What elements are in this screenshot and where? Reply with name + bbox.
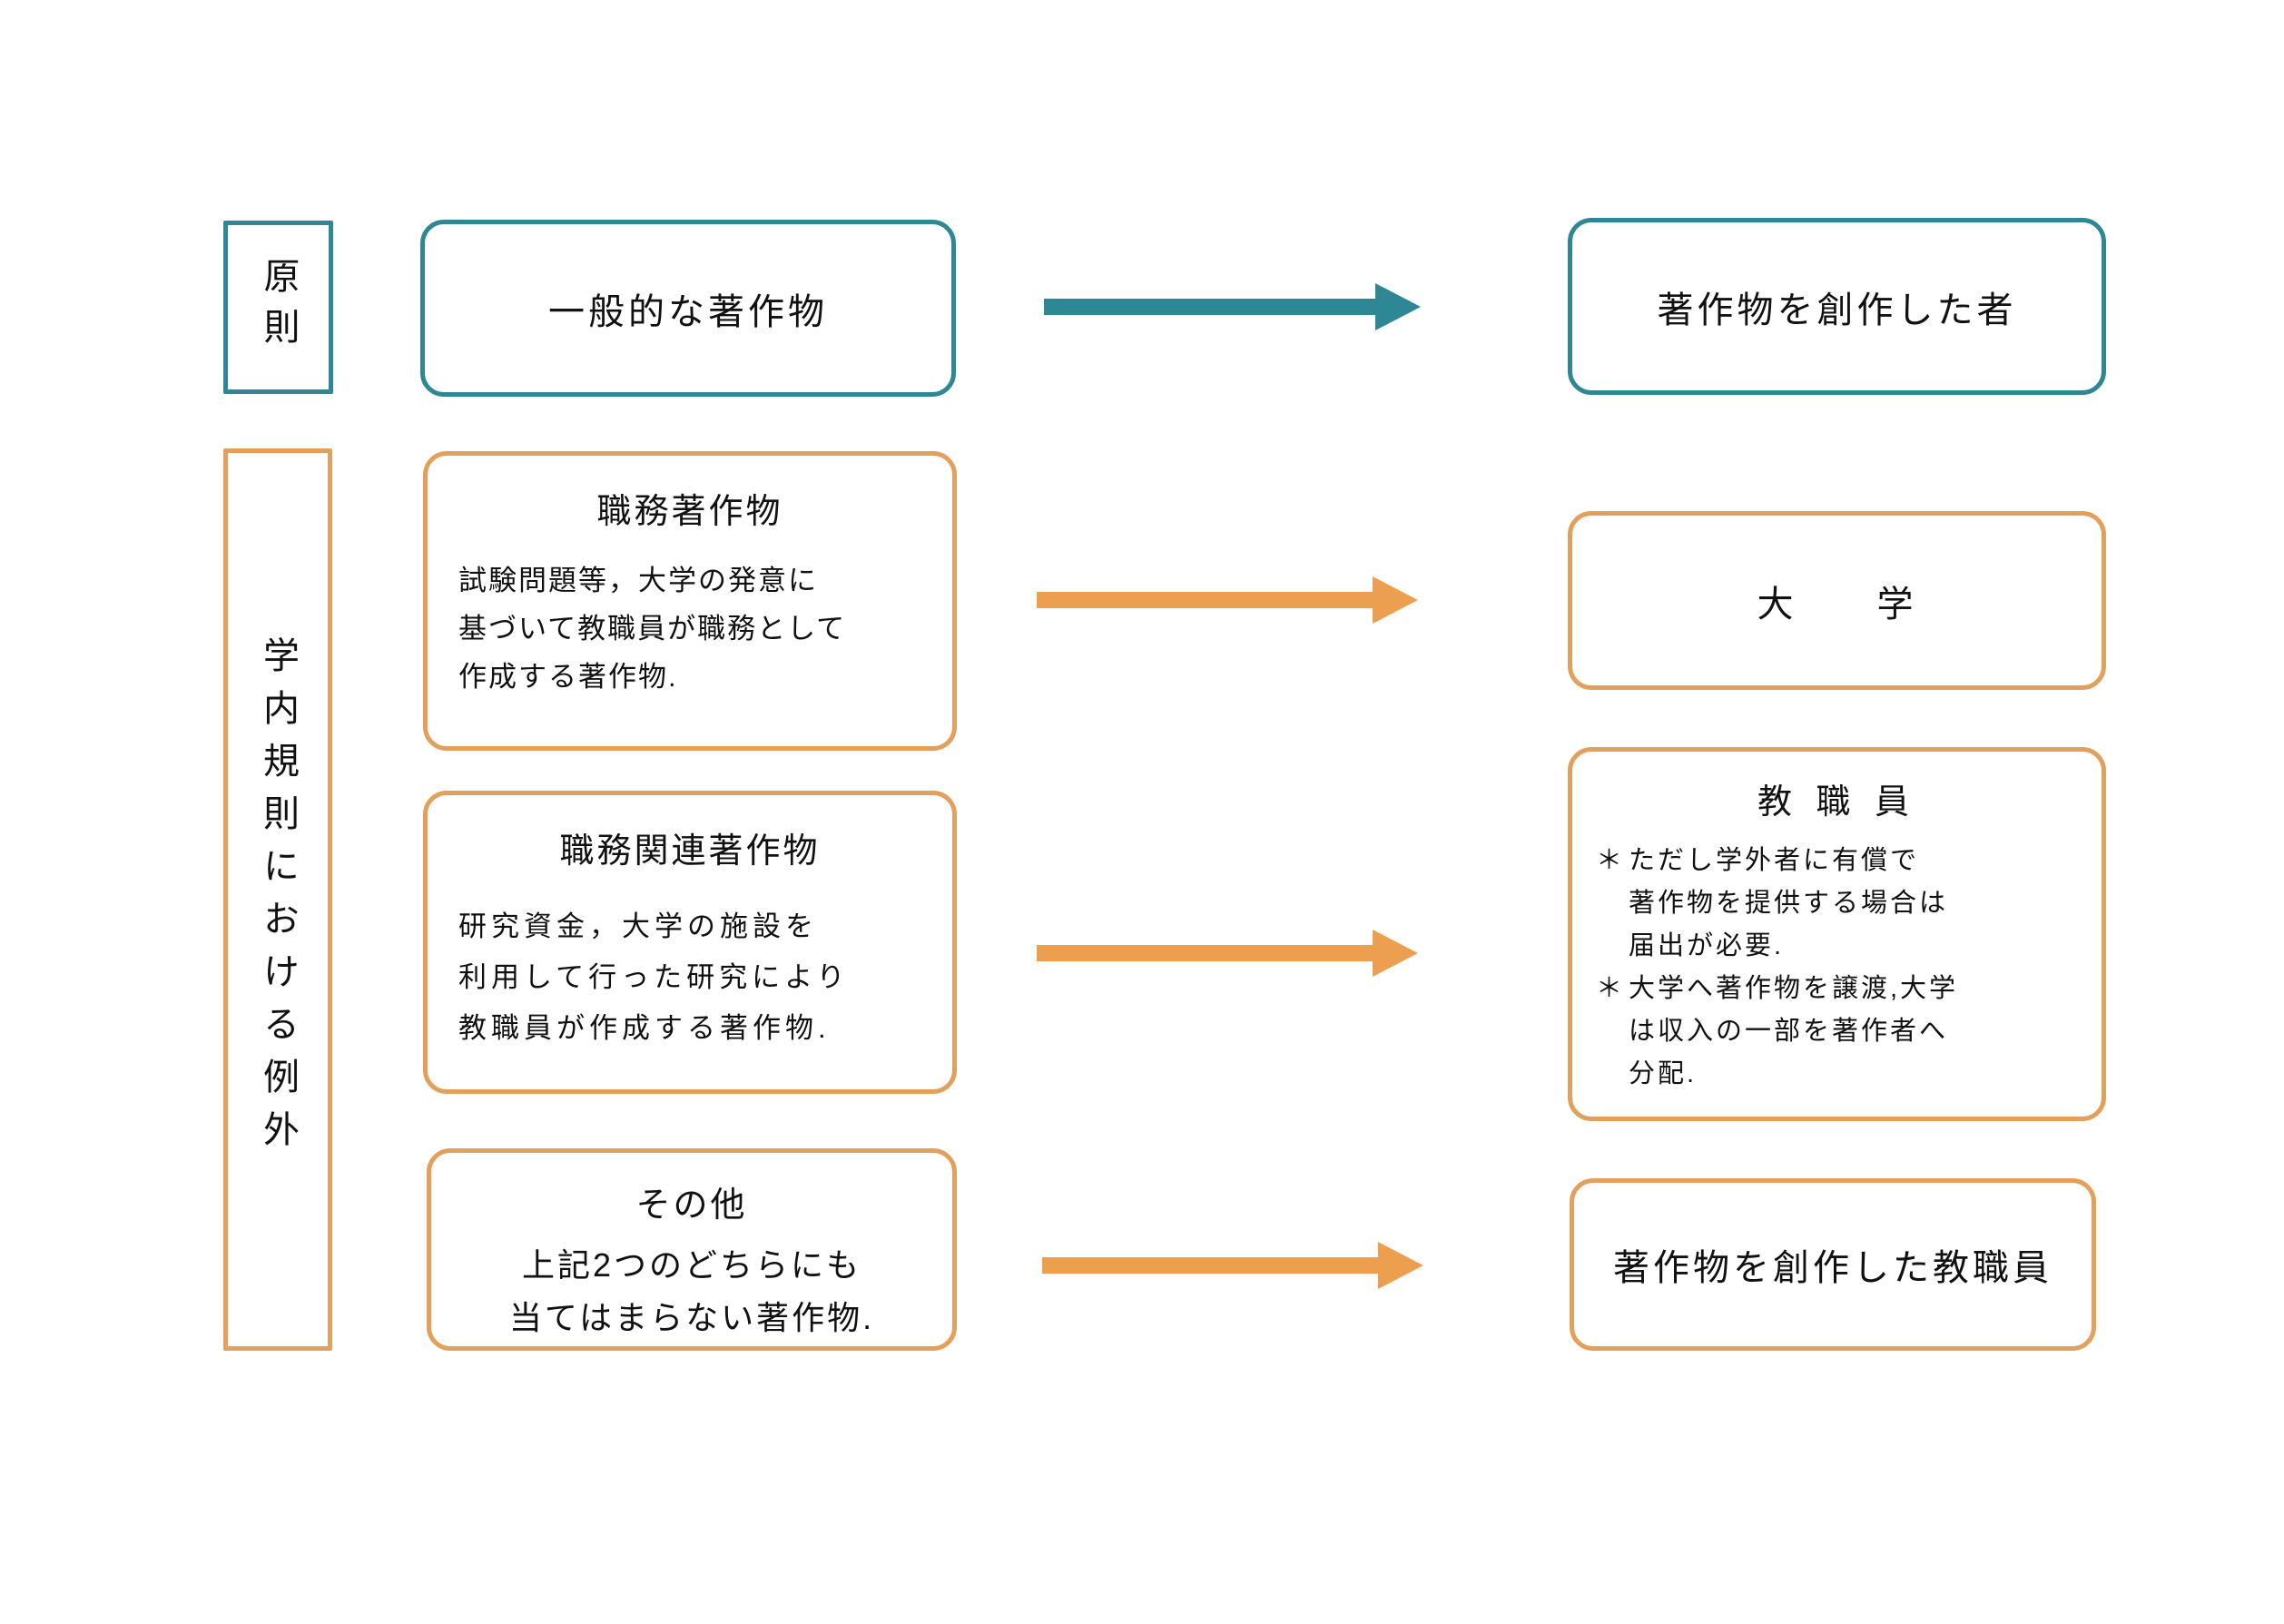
exception-column-label-box: 学内規則における例外 xyxy=(223,448,332,1351)
description-line: 研究資金，大学の施設を xyxy=(458,910,818,942)
work-related-title: 職務関連著作物 xyxy=(559,832,821,871)
arrow-shaft xyxy=(1042,1257,1378,1274)
university-owner-label: 大 学 xyxy=(1757,584,1917,625)
description-line: 試験問題等，大学の発意に xyxy=(458,565,818,596)
note-line: 大学へ著作物を譲渡,大学 xyxy=(1629,974,1959,1003)
note-line: ただし学外者に有償で xyxy=(1629,846,1920,875)
general-work-label: 一般的な著作物 xyxy=(548,291,828,332)
note-line: は収入の一部を著作者へ xyxy=(1629,1017,1949,1046)
creator-staff-owner-box: 著作物を創作した教職員 xyxy=(1570,1178,2096,1351)
principle-row-label: 原則 xyxy=(258,256,299,359)
arrow-head xyxy=(1373,930,1418,977)
arrow-shaft xyxy=(1044,299,1375,315)
other-works-title: その他 xyxy=(635,1186,748,1225)
staff-note-2: ＊ 大学へ著作物を譲渡,大学 は収入の一部を著作者へ 分配. xyxy=(1596,968,2078,1096)
university-owner-box: 大 学 xyxy=(1568,511,2106,690)
creator-staff-owner-label: 著作物を創作した教職員 xyxy=(1613,1248,2053,1288)
work-related-box: 職務関連著作物 研究資金，大学の施設を 利用して行った研究により 教職員が作成す… xyxy=(423,791,957,1094)
creator-owner-label: 著作物を創作した者 xyxy=(1657,290,2017,330)
creator-owner-box: 著作物を創作した者 xyxy=(1568,218,2106,395)
note-line: 届出が必要. xyxy=(1629,931,1785,960)
arrow-shaft xyxy=(1037,945,1373,961)
description-line: 利用して行った研究により xyxy=(458,961,850,993)
exception-column-label: 学内規則における例外 xyxy=(258,636,298,1163)
work-related-arrow-icon xyxy=(1037,930,1418,977)
arrow-head xyxy=(1375,283,1421,330)
description-line: 教職員が作成する著作物. xyxy=(458,1012,831,1044)
staff-owner-box: 教 職 員 ＊ ただし学外者に有償で 著作物を提供する場合は 届出が必要. ＊ … xyxy=(1568,747,2106,1121)
note-marker: ＊ xyxy=(1596,846,1626,875)
other-works-arrow-icon xyxy=(1042,1242,1423,1289)
work-for-hire-title: 職務著作物 xyxy=(596,493,783,531)
principle-arrow-icon xyxy=(1044,283,1421,330)
note-marker: ＊ xyxy=(1596,974,1626,1003)
note-line: 分配. xyxy=(1629,1059,1698,1088)
description-line: 基づいて教職員が職務として xyxy=(458,613,847,645)
work-for-hire-box: 職務著作物 試験問題等，大学の発意に 基づいて教職員が職務として 作成する著作物… xyxy=(423,451,957,751)
work-related-description: 研究資金，大学の施設を 利用して行った研究により 教職員が作成する著作物. xyxy=(458,901,921,1054)
note-line: 著作物を提供する場合は xyxy=(1629,889,1949,918)
work-for-hire-arrow-icon xyxy=(1037,576,1418,624)
general-work-box: 一般的な著作物 xyxy=(420,220,956,397)
work-for-hire-description: 試験問題等，大学の発意に 基づいて教職員が職務として 作成する著作物. xyxy=(458,556,921,701)
arrow-head xyxy=(1373,576,1418,624)
other-works-line: 当てはまらない著作物. xyxy=(508,1299,875,1336)
arrow-head xyxy=(1378,1242,1423,1289)
principle-row-label-box: 原則 xyxy=(223,221,333,394)
description-line: 作成する著作物. xyxy=(458,661,678,693)
arrow-shaft xyxy=(1037,592,1373,608)
other-works-line: 上記2つのどちらにも xyxy=(521,1246,862,1284)
staff-note-1: ＊ ただし学外者に有償で 著作物を提供する場合は 届出が必要. xyxy=(1596,840,2078,968)
other-works-box: その他 上記2つのどちらにも 当てはまらない著作物. xyxy=(427,1148,957,1351)
staff-owner-title: 教 職 員 xyxy=(1757,783,1917,822)
